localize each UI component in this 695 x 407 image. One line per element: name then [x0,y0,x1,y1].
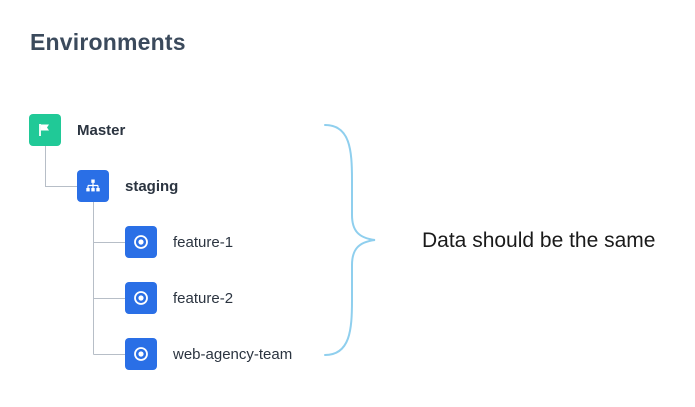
env-node-staging[interactable]: staging [77,170,178,202]
target-icon [125,282,157,314]
env-node-label: feature-2 [173,289,234,307]
env-node-web-agency-team[interactable]: web-agency-team [125,338,292,370]
annotation-text: Data should be the same [422,229,656,252]
env-node-master[interactable]: Master [29,114,125,146]
curly-brace-annotation [324,124,376,356]
brace-path [324,124,376,356]
env-node-label: web-agency-team [173,345,293,363]
env-node-feature-2[interactable]: feature-2 [125,282,233,314]
env-node-label: staging [125,177,179,195]
env-node-label: Master [77,121,126,139]
env-node-label: feature-1 [173,233,234,251]
page-title: Environments [30,29,186,55]
flag-icon [29,114,61,146]
hierarchy-icon [77,170,109,202]
target-icon [125,338,157,370]
target-icon [125,226,157,258]
env-node-feature-1[interactable]: feature-1 [125,226,233,258]
